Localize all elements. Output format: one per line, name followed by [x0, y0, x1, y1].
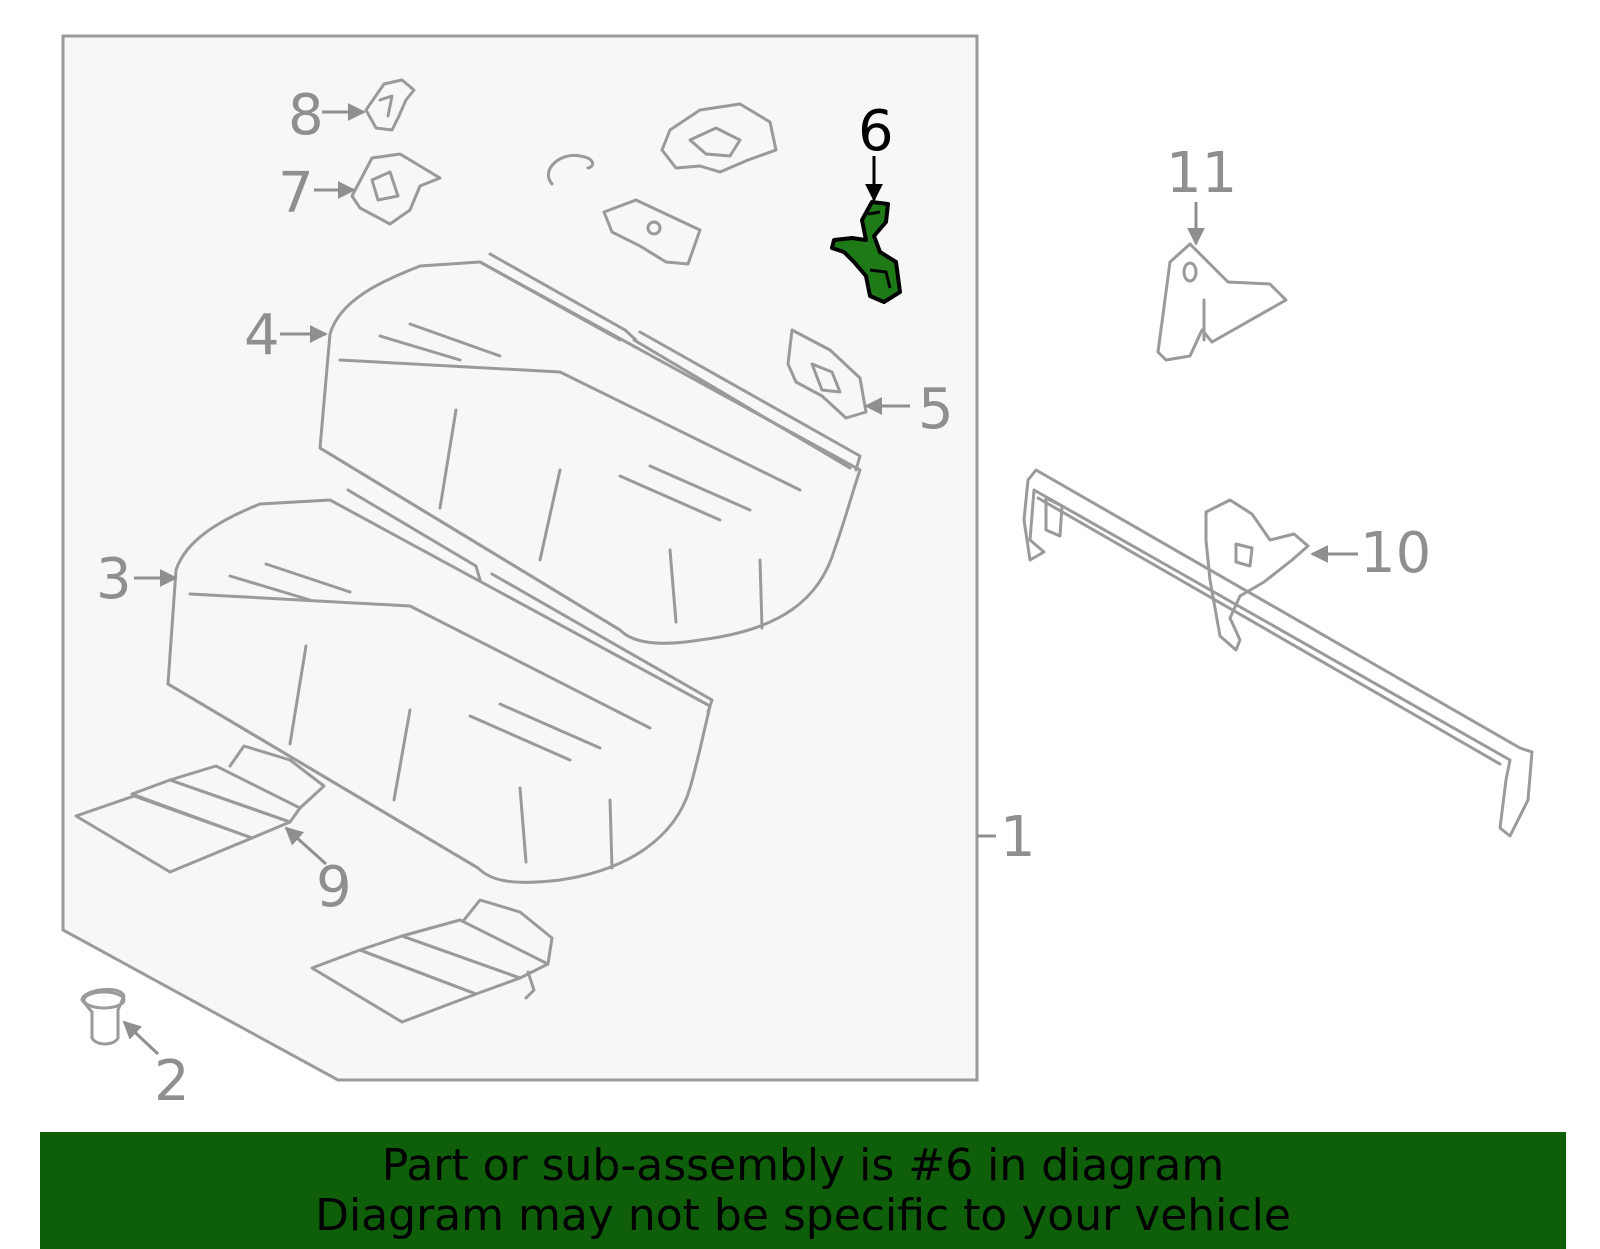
wire-hook — [546, 153, 595, 186]
part-10-frame — [1022, 468, 1534, 838]
part-11-bracket — [1156, 242, 1288, 362]
parts-diagram: 1 2 3 4 5 6 7 8 9 10 11 — [61, 34, 1534, 1114]
part-8-bracket — [364, 78, 416, 132]
part-9-pads-lower — [310, 898, 554, 1024]
callout-4: 4 — [244, 303, 280, 368]
callout-1: 1 — [1000, 805, 1036, 870]
part-2-plug — [80, 987, 126, 1046]
part-3-seat-cushion — [166, 488, 714, 884]
callout-10: 10 — [1360, 521, 1431, 586]
callout-9: 9 — [316, 855, 352, 920]
part-6-highlighted — [830, 200, 902, 304]
callout-3: 3 — [96, 547, 132, 612]
banner-line-1: Part or sub-assembly is #6 in diagram — [381, 1139, 1225, 1191]
leader-9 — [284, 826, 328, 866]
callout-5: 5 — [918, 377, 954, 442]
latch-assembly — [660, 102, 778, 174]
callout-8: 8 — [288, 83, 324, 148]
center-bracket — [602, 198, 702, 266]
callout-6: 6 — [858, 99, 894, 164]
info-banner: Part or sub-assembly is #6 in diagram Di… — [40, 1132, 1566, 1249]
callout-11: 11 — [1166, 141, 1237, 206]
callout-7: 7 — [278, 161, 314, 226]
part-4-seat-back — [318, 252, 862, 645]
callout-2: 2 — [154, 1049, 190, 1114]
banner-line-2: Diagram may not be specific to your vehi… — [315, 1189, 1291, 1241]
part-7-bracket — [350, 152, 442, 226]
leader-2 — [122, 1020, 160, 1056]
part-9-pads-upper — [74, 744, 326, 874]
